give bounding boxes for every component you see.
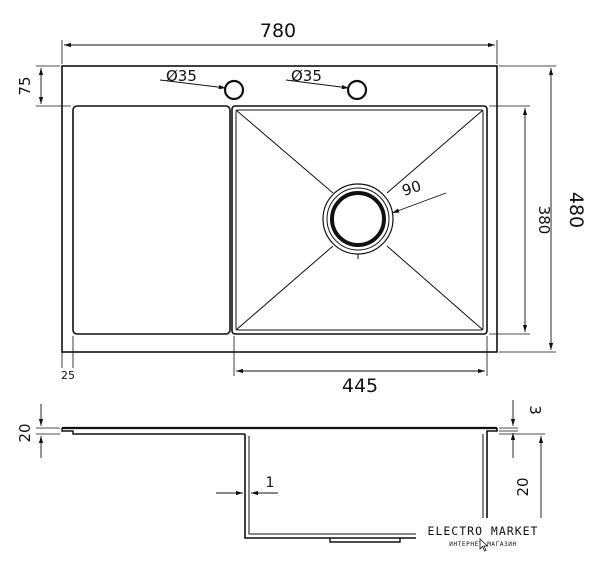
edge-label: 25 [61, 369, 75, 382]
slope-line [386, 245, 484, 331]
hole-right-label: Ø35 [291, 67, 322, 85]
height-label: 480 [565, 192, 587, 228]
cursor-icon [479, 538, 489, 552]
drain-label: 90 [400, 177, 424, 200]
inner-height-label: 380 [535, 206, 553, 235]
slope-line [235, 245, 334, 331]
logo-name: ELECTRO MARKET [428, 524, 539, 538]
drain-leader [391, 192, 447, 214]
side-view: 20 1 3 20 [16, 400, 545, 543]
bowl-inner [235, 109, 484, 331]
left-depth-label: 20 [16, 423, 34, 442]
tap-hole-left [223, 79, 245, 101]
drain-inner [330, 191, 386, 247]
drain-ring [326, 187, 390, 251]
slope-line [386, 109, 484, 194]
drainboard [72, 105, 231, 335]
bowl-outline [231, 105, 488, 335]
electro-market-logo: ELECTRO MARKET ИНТЕРНЕТ МАГАЗИН [416, 518, 550, 552]
hole-leader [159, 79, 227, 90]
bowl-width-label: 445 [342, 375, 378, 397]
rim-lip [61, 428, 245, 435]
hole-leader [285, 79, 350, 90]
slope-line [235, 109, 334, 194]
right-top-label: 3 [526, 405, 544, 415]
bowl-bottom [329, 538, 401, 543]
bowl-profile [244, 428, 498, 539]
sink-outline [61, 65, 498, 353]
width-label: 780 [260, 20, 296, 42]
top-view: Ø35 Ø35 90 780 480 380 75 25 445 [16, 20, 587, 397]
right-depth-label: 20 [514, 477, 532, 496]
hole-left-label: Ø35 [166, 67, 197, 85]
tap-hole-right [346, 79, 368, 101]
wall-label: 1 [266, 475, 275, 491]
rim-label: 75 [16, 76, 34, 95]
bowl-wall-inner [248, 434, 484, 535]
